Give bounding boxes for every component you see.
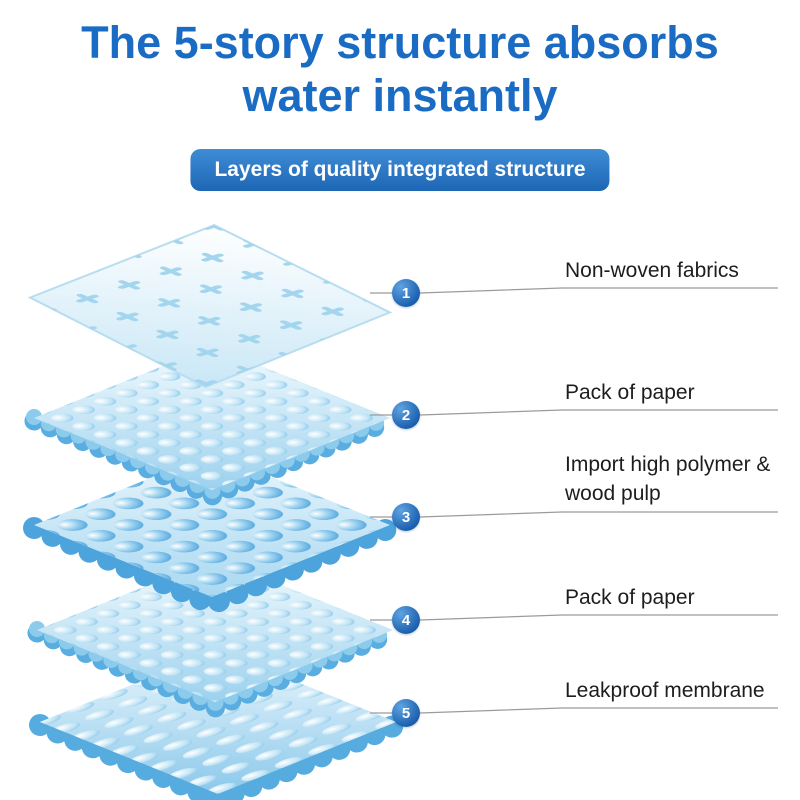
layer-5-leakproof-membrane <box>29 650 407 800</box>
layer-3-number: 3 <box>401 508 411 526</box>
layer-4-number: 4 <box>401 611 411 629</box>
layer-2-pack-of-paper <box>24 346 400 507</box>
layer-1-non-woven-sheet <box>27 224 393 388</box>
layer-5-marker: 5 <box>392 699 420 727</box>
layer-5-label: Leakproof membrane <box>565 679 765 702</box>
layer-2-marker: 2 <box>392 401 420 429</box>
layer-1-label: Non-woven fabrics <box>565 259 739 282</box>
title-line-2: water instantly <box>242 70 558 122</box>
layer-1-marker: 1 <box>392 279 420 307</box>
layer-4-label: Pack of paper <box>565 586 695 609</box>
layer-3-marker: 3 <box>392 503 420 531</box>
layer-1-number: 1 <box>401 284 411 302</box>
layer-3-label: Import high polymer & wood pulp <box>565 453 771 505</box>
page-title: The 5-story structure absorbs water inst… <box>0 16 800 122</box>
layer-2-number: 2 <box>401 406 411 424</box>
layer-4-marker: 4 <box>392 606 420 634</box>
leader-lines <box>370 287 778 714</box>
layer-4-pack-of-paper <box>27 558 403 719</box>
layer-stack-illustration <box>23 224 778 800</box>
layer-3-polymer-wood-pulp <box>23 453 401 616</box>
layer-2-label: Pack of paper <box>565 381 695 404</box>
title-line-1: The 5-story structure absorbs <box>81 17 719 68</box>
subtitle-badge: Layers of quality integrated structure <box>190 149 610 191</box>
layer-5-number: 5 <box>401 704 411 722</box>
